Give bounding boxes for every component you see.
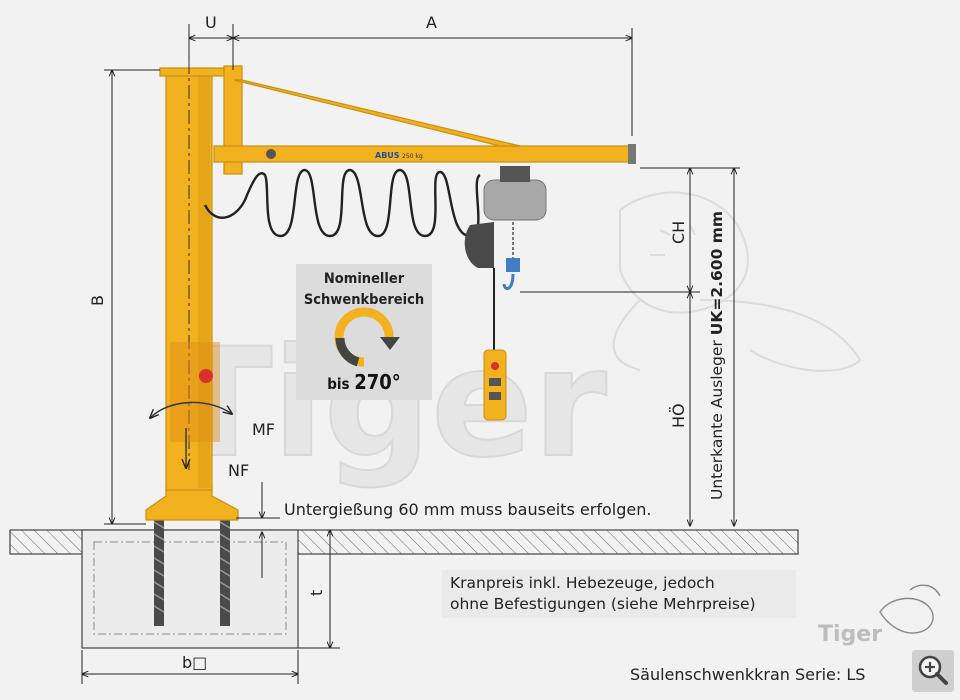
pendant-button-up [489, 378, 501, 386]
swing-angle-value: 270° [354, 370, 401, 394]
electric-hoist [483, 179, 547, 221]
tiger-logo-icon [879, 584, 941, 634]
bolt-thread [153, 521, 231, 613]
series-label: Säulenschwenkkran Serie: LS [630, 665, 866, 684]
swing-brake-zone [170, 342, 220, 442]
anchor-bolt-left [154, 518, 164, 626]
hook-block [506, 258, 520, 272]
anchor-bolt-right [220, 518, 230, 626]
price-note-line2: ohne Befestigungen (siehe Mehrpreise) [450, 595, 756, 613]
rotation-arrow-icon [334, 307, 400, 367]
dim-a-label: A [426, 13, 437, 32]
normal-force-label: NF [228, 461, 249, 480]
zoom-in-icon [918, 655, 948, 685]
swing-angle-prefix: bis [327, 375, 355, 393]
dim-bsq-label: b□ [182, 653, 207, 672]
column-cap [159, 67, 225, 77]
hoist-capacity-label: 250 kg [402, 153, 423, 160]
dim-t-label: t [307, 590, 326, 596]
dim-ho-label: HÖ [669, 403, 688, 428]
boom-end-stop [628, 144, 636, 164]
grouting-note: Untergießung 60 mm muss bauseits erfolge… [284, 500, 651, 519]
pendant-stop-icon [491, 362, 499, 370]
jib-tie-rod [233, 79, 521, 147]
swing-angle: bis 270° [296, 370, 432, 394]
swing-title-line1: Nomineller [323, 271, 405, 287]
moment-label: MF [252, 420, 275, 439]
price-note-line1: Kranpreis inkl. Hebezeuge, jedoch [450, 574, 715, 592]
crane-hook-icon [502, 273, 515, 291]
rebar-cage [93, 541, 287, 635]
stop-button-icon [199, 369, 213, 383]
brand-logo-text: Tiger [818, 622, 882, 647]
tiger-watermark-icon [612, 191, 862, 372]
festoon-cable [203, 168, 481, 238]
boom-pivot [266, 149, 276, 159]
dim-ch-label: CH [669, 221, 688, 244]
swing-title-line2: Schwenkbereich [303, 292, 425, 308]
dim-u-label: U [205, 13, 217, 32]
dim-uk-label: Unterkante Ausleger UK=2.600 mm [708, 211, 726, 500]
hoist-trolley [500, 166, 530, 182]
jib-boom [213, 145, 633, 163]
foundation-block [81, 529, 299, 649]
zoom-button[interactable] [912, 650, 954, 692]
slew-arrow [150, 401, 232, 418]
dim-b-label: B [88, 295, 107, 306]
hoist-brand-label: ABUS [375, 151, 400, 160]
hoist-motor [464, 222, 494, 268]
swing-range-box: Nomineller Schwenkbereich bis 270° [296, 264, 432, 400]
pendant-button-down [489, 392, 501, 400]
column-shade [198, 74, 210, 488]
column-base [145, 485, 239, 521]
price-note: Kranpreis inkl. Hebezeuge, jedoch ohne B… [442, 570, 796, 618]
